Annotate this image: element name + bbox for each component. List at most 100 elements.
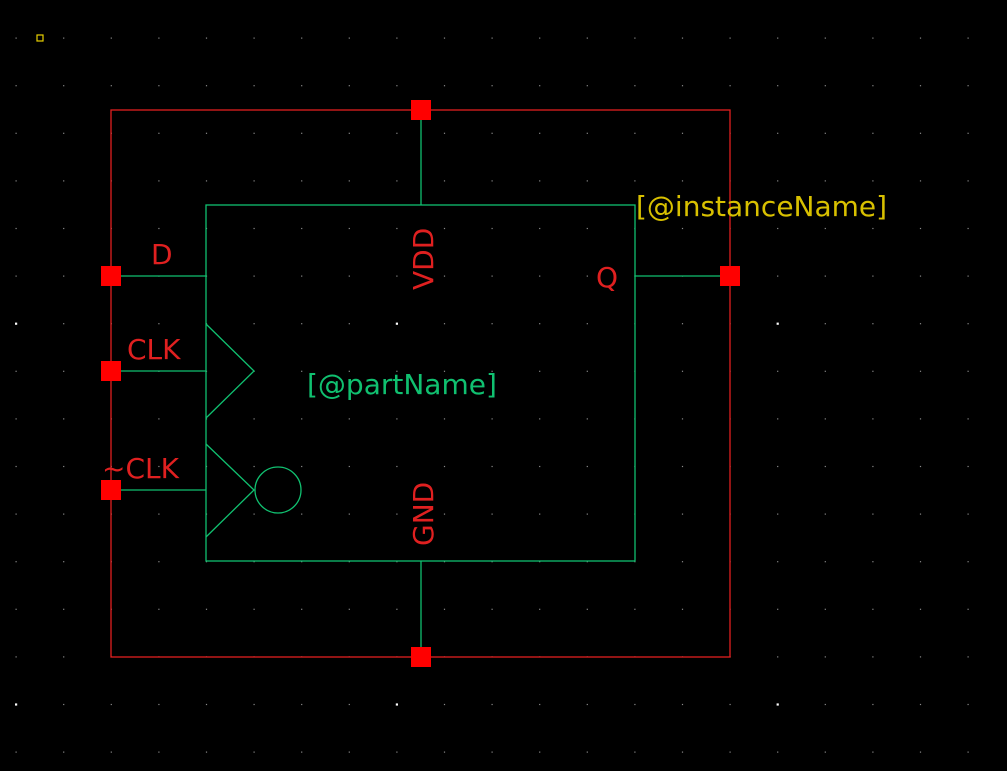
grid-dot — [491, 561, 493, 563]
grid-dot — [158, 608, 160, 610]
grid-dot — [681, 513, 684, 515]
grid-dot — [396, 465, 398, 468]
grid-dot — [681, 180, 684, 182]
grid-dot — [634, 751, 636, 753]
grid-dot — [681, 465, 684, 468]
grid-dot — [539, 751, 541, 753]
grid-dot — [15, 703, 18, 706]
grid-dot — [110, 37, 112, 39]
pin-markers[interactable] — [101, 100, 740, 667]
grid-dot — [967, 323, 969, 325]
grid-dot — [967, 513, 969, 515]
pin-marker-clk-bar[interactable] — [101, 480, 121, 500]
grid-dot — [253, 608, 255, 610]
grid-dot — [967, 703, 969, 706]
grid-dot — [15, 513, 17, 515]
pin-marker-d[interactable] — [101, 266, 121, 286]
instance-name-label[interactable]: [@instanceName] — [636, 190, 887, 223]
grid-dot — [967, 85, 969, 87]
pin-marker-gnd[interactable] — [411, 647, 431, 667]
grid-dot — [919, 513, 922, 515]
grid-dot — [586, 85, 588, 87]
grid-dot — [348, 275, 350, 277]
grid-dot — [872, 370, 874, 372]
grid-dot — [872, 37, 874, 39]
grid-dot — [824, 37, 826, 39]
grid-dot — [777, 656, 779, 658]
pin-marker-clk[interactable] — [101, 361, 121, 381]
grid-dot — [919, 465, 922, 468]
grid-dot — [396, 751, 398, 753]
grid-dot — [967, 561, 969, 563]
grid-dot — [872, 513, 874, 515]
pin-labels: D CLK ~CLK Q VDD GND — [102, 228, 618, 546]
grid-dot — [919, 323, 922, 325]
grid-dot — [681, 85, 684, 87]
grid-dot — [872, 656, 874, 658]
grid-dot — [301, 561, 303, 563]
grid-dot — [158, 513, 160, 515]
grid-dot — [158, 465, 160, 468]
grid-dot — [443, 323, 446, 325]
pin-label-clk-bar: ~CLK — [102, 452, 180, 485]
grid-dot — [776, 703, 779, 706]
grid-dot — [15, 180, 17, 182]
grid-dot — [824, 180, 826, 182]
grid-dot — [301, 465, 303, 468]
grid-dot — [539, 275, 541, 277]
grid-dot — [301, 180, 303, 182]
grid-dot — [396, 275, 398, 277]
grid-dot — [396, 608, 398, 610]
grid-dot — [443, 370, 446, 372]
grid-dot — [63, 608, 65, 610]
grid-dot — [967, 227, 969, 230]
grid-dot — [967, 370, 969, 372]
grid-dot — [539, 370, 541, 372]
grid-dot — [253, 561, 255, 563]
grid-dot — [777, 561, 779, 563]
grid-dot — [443, 561, 446, 563]
grid-dot — [681, 37, 684, 39]
grid-dot — [348, 85, 350, 87]
grid-dot — [872, 180, 874, 182]
grid-dot — [15, 132, 17, 134]
grid-dot — [777, 37, 779, 39]
inverted-clock-triangle — [205, 443, 255, 538]
grid-dot — [539, 323, 541, 325]
grid-dot — [872, 703, 874, 706]
grid-dot — [729, 703, 731, 706]
grid-dot — [253, 703, 255, 706]
grid-dot — [396, 561, 398, 563]
grid-dot — [158, 703, 160, 706]
grid-dot — [63, 85, 65, 87]
part-name-label[interactable]: [@partName] — [307, 368, 497, 401]
grid-dot — [158, 561, 160, 563]
grid-dot — [824, 227, 826, 230]
grid-dot — [15, 227, 17, 230]
grid-dot — [824, 465, 826, 468]
grid-dot — [158, 37, 160, 39]
grid-dot — [301, 418, 303, 420]
grid-dot — [396, 85, 398, 87]
grid-dot — [824, 513, 826, 515]
grid-dot — [443, 275, 446, 277]
grid-dot — [15, 656, 17, 658]
pin-label-clk: CLK — [127, 333, 181, 366]
grid-dot — [205, 180, 208, 182]
grid-dot — [634, 85, 636, 87]
pin-marker-vdd[interactable] — [411, 100, 431, 120]
grid-dot — [443, 465, 446, 468]
grid-dot — [586, 418, 588, 420]
grid-dot — [634, 608, 636, 610]
grid-dot — [348, 132, 350, 134]
grid-dot — [586, 370, 588, 372]
grid-dot — [396, 370, 398, 372]
grid-dot — [348, 370, 350, 372]
pin-marker-q[interactable] — [720, 266, 740, 286]
grid-dot — [824, 85, 826, 87]
grid-dot — [253, 37, 255, 39]
grid-dot — [491, 132, 493, 134]
grid-dot — [443, 418, 446, 420]
